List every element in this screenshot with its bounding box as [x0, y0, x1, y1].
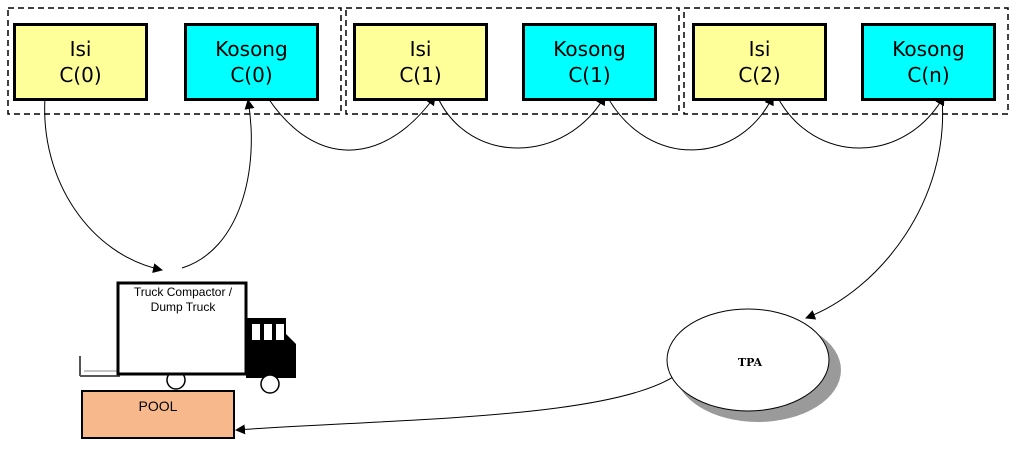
- container-kosong-c1-bottom: C(1): [568, 63, 611, 87]
- container-kosong-cn-bottom: C(n): [907, 63, 950, 87]
- arrow-kosong1-to-isi2: [607, 95, 774, 151]
- arrow-isi2-to-kosongn: [777, 95, 945, 149]
- container-isi-c0-bottom: C(0): [59, 63, 102, 87]
- container-isi-c2: Isi C(2): [692, 23, 827, 101]
- container-kosong-cn-top: Kosong: [892, 37, 965, 61]
- group-box-1: [7, 7, 342, 115]
- container-isi-c0: Isi C(0): [13, 23, 148, 101]
- pool-label: POOL: [138, 398, 178, 414]
- arrow-isi0-to-truck: [44, 97, 163, 274]
- tpa-label: TPA: [737, 356, 763, 369]
- container-isi-c2-bottom: C(2): [738, 63, 781, 87]
- arrow-isi1-to-kosong1: [437, 95, 606, 149]
- container-isi-c1-top: Isi: [409, 37, 432, 61]
- tpa-ellipse: [666, 308, 830, 412]
- container-kosong-c1: Kosong C(1): [522, 23, 657, 101]
- group-box-2: [345, 7, 680, 115]
- truck-label: Truck Compactor / Dump Truck: [133, 285, 233, 314]
- truck-icon: [79, 281, 296, 394]
- container-kosong-cn: Kosong C(n): [861, 23, 996, 101]
- container-isi-c0-top: Isi: [69, 37, 92, 61]
- arrow-kosong0-to-isi1: [267, 95, 436, 151]
- pool-box: [81, 390, 235, 439]
- container-isi-c2-top: Isi: [748, 37, 771, 61]
- container-isi-c1: Isi C(1): [353, 23, 488, 101]
- container-isi-c1-bottom: C(1): [399, 63, 442, 87]
- arrow-kosongn-to-tpa: [805, 97, 944, 320]
- arrow-tpa-to-pool: [235, 364, 689, 435]
- container-kosong-c1-top: Kosong: [553, 37, 626, 61]
- container-kosong-c0-top: Kosong: [215, 37, 288, 61]
- group-box-3: [683, 7, 1009, 115]
- container-kosong-c0-bottom: C(0): [230, 63, 273, 87]
- arrow-truck-to-kosong0: [181, 99, 255, 269]
- container-kosong-c0: Kosong C(0): [184, 23, 319, 101]
